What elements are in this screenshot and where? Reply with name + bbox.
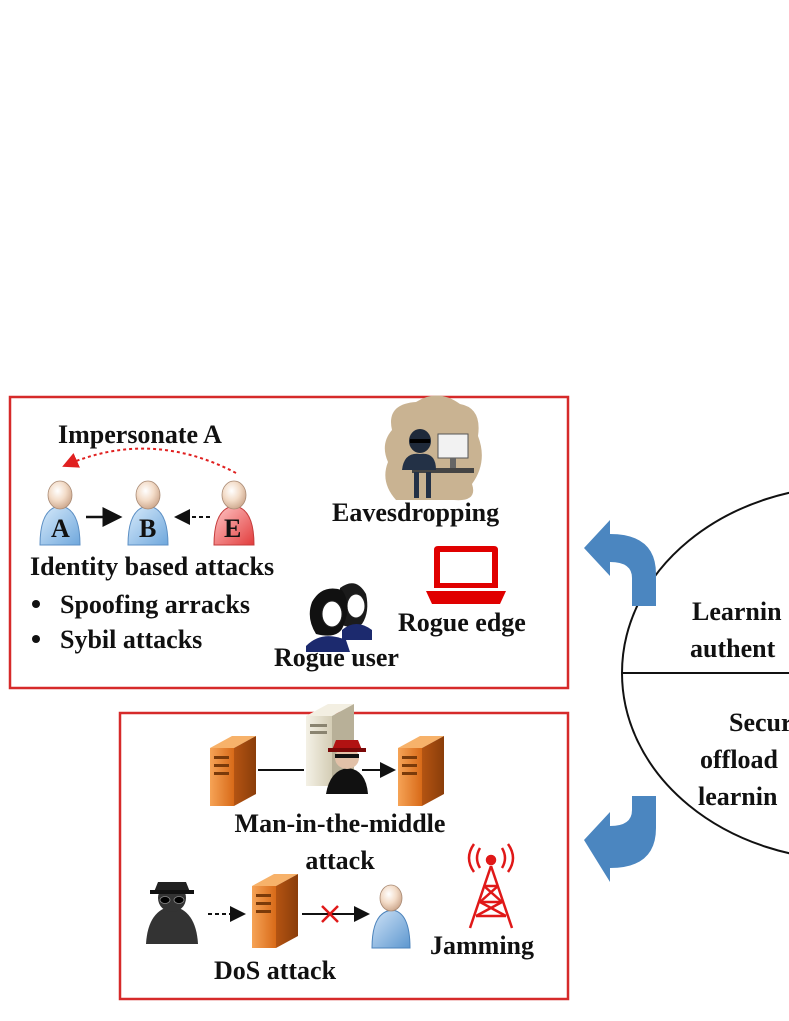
bullet-spoofing: Spoofing arracks bbox=[60, 590, 250, 619]
server-icon bbox=[210, 736, 256, 806]
ellipse-top-line1: Learnin bbox=[692, 597, 782, 626]
user-a-label: A bbox=[51, 514, 70, 543]
curved-arrow-icon bbox=[584, 796, 656, 882]
impersonate-label: Impersonate A bbox=[58, 420, 222, 449]
person-icon bbox=[39, 480, 81, 546]
blocked-x-icon bbox=[321, 905, 339, 923]
user-e-label: E bbox=[224, 514, 242, 543]
person-icon bbox=[371, 884, 411, 949]
bullet-dot bbox=[32, 635, 40, 643]
server-icon bbox=[398, 736, 444, 806]
identity-attacks-title: Identity based attacks bbox=[30, 552, 275, 581]
bullet-dot bbox=[32, 600, 40, 608]
spy-icon bbox=[140, 882, 202, 946]
ellipse-bottom-line3: learnin bbox=[698, 782, 778, 811]
hacker-icon bbox=[384, 395, 482, 501]
rogue-user-label: Rogue user bbox=[274, 643, 399, 672]
ellipse-bottom-line1: Secure bbox=[729, 708, 789, 737]
server-icon bbox=[252, 874, 298, 948]
user-b-label: B bbox=[139, 514, 157, 543]
dos-label: DoS attack bbox=[214, 956, 337, 985]
impersonate-arrow bbox=[62, 447, 237, 474]
eavesdropping-label: Eavesdropping bbox=[332, 498, 500, 527]
person-icon bbox=[127, 480, 169, 546]
ellipse-top-line2: authent bbox=[690, 634, 776, 663]
ellipse-panel bbox=[621, 491, 789, 855]
top-panel-frame bbox=[8, 395, 570, 690]
spy-server-icon bbox=[306, 704, 368, 794]
laptop-icon bbox=[426, 546, 506, 604]
rogue-edge-label: Rogue edge bbox=[398, 608, 526, 637]
person-icon bbox=[213, 480, 255, 546]
ellipse-bottom-line2: offload bbox=[700, 745, 778, 774]
users-icon bbox=[306, 583, 372, 652]
mitm-label-line2: attack bbox=[305, 846, 375, 875]
jamming-label: Jamming bbox=[430, 931, 534, 960]
curved-arrow-icon bbox=[584, 520, 656, 606]
mitm-label-line1: Man-in-the-middle bbox=[234, 809, 446, 838]
bullet-sybil: Sybil attacks bbox=[60, 625, 203, 654]
antenna-icon bbox=[467, 843, 515, 929]
